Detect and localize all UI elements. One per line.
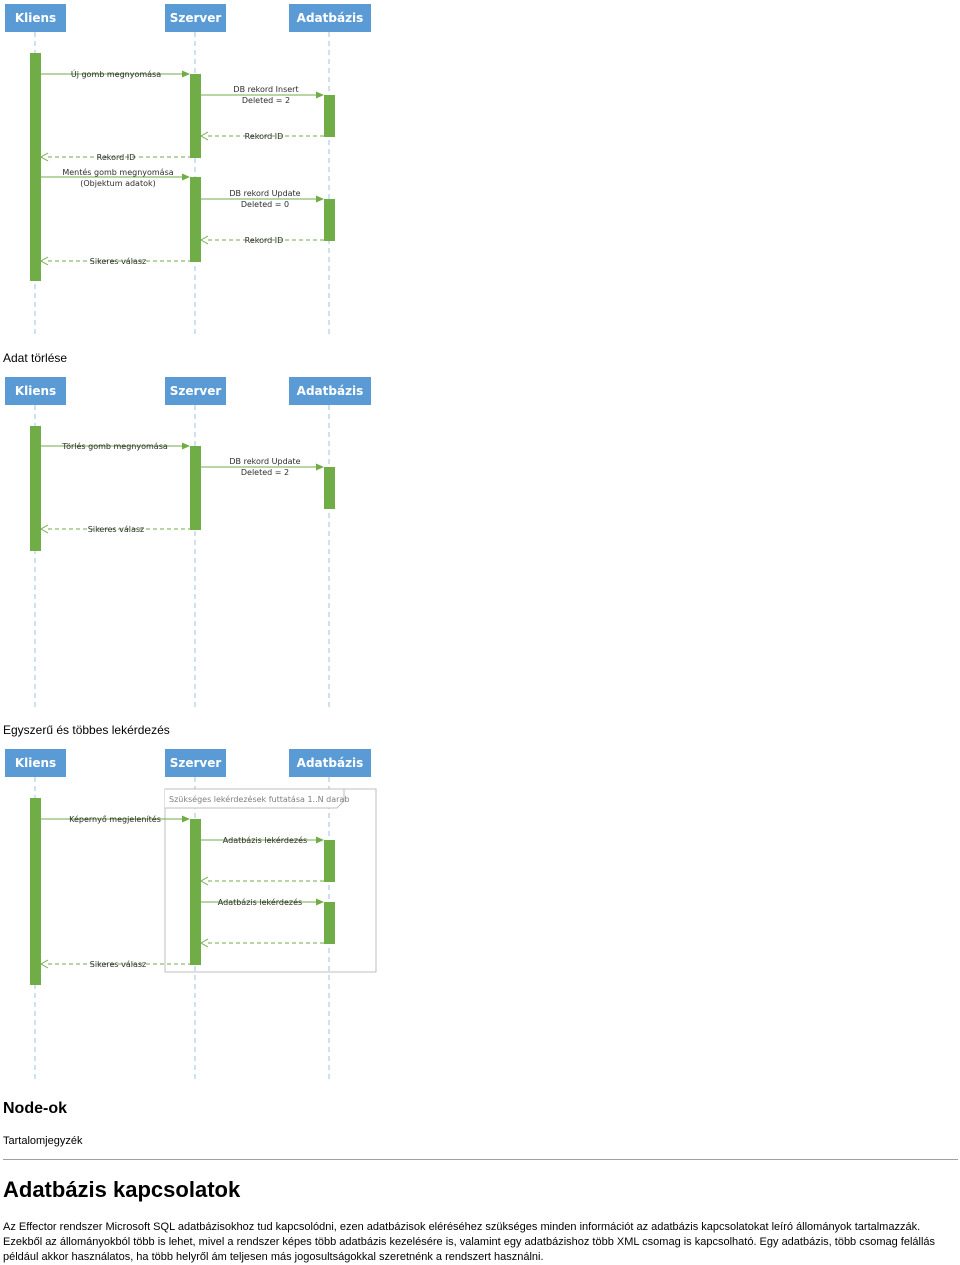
return-arrow: Rekord ID <box>199 131 324 141</box>
return-arrow: Sikeres válasz <box>39 959 190 969</box>
svg-text:Törlés gomb megnyomása: Törlés gomb megnyomása <box>61 441 168 451</box>
activation-szerver <box>190 446 201 530</box>
caption-delete: Adat törlése <box>3 351 68 365</box>
svg-text:Kliens: Kliens <box>15 384 56 398</box>
return-arrow: Rekord ID <box>39 152 190 162</box>
svg-text:Új gomb megnyomása: Új gomb megnyomása <box>71 68 161 79</box>
svg-text:DB rekord Insert: DB rekord Insert <box>233 85 298 94</box>
svg-text:Deleted = 2: Deleted = 2 <box>242 96 290 105</box>
svg-text:Deleted = 2: Deleted = 2 <box>241 468 289 477</box>
svg-text:Szerver: Szerver <box>170 11 222 25</box>
sequence-diagram-delete: Kliens Szerver Adatbázis Törlés gomb meg… <box>0 373 380 708</box>
svg-text:Képernyő megjelenítés: Képernyő megjelenítés <box>69 814 161 824</box>
toc-link[interactable]: Tartalomjegyzék <box>3 1135 83 1147</box>
caption-query: Egyszerű és többes lekérdezés <box>3 723 170 737</box>
activation-adatbazis <box>324 902 335 944</box>
header-kliens: Kliens <box>5 377 66 405</box>
svg-text:Szükséges lekérdezések futtatá: Szükséges lekérdezések futtatása 1..N da… <box>169 794 349 804</box>
message-arrow: DB rekord Update Deleted = 0 <box>201 189 324 209</box>
svg-text:Rekord ID: Rekord ID <box>97 153 136 162</box>
svg-text:Adatbázis lekérdezés: Adatbázis lekérdezés <box>218 897 302 907</box>
header-kliens: Kliens <box>5 749 66 777</box>
header-adatbazis: Adatbázis <box>289 377 371 405</box>
svg-text:Szerver: Szerver <box>170 384 222 398</box>
sequence-diagram-query-svg: Kliens Szerver Adatbázis Szükséges lekér… <box>5 749 377 1080</box>
activation-kliens <box>30 426 41 551</box>
message-arrow: Adatbázis lekérdezés <box>201 897 324 907</box>
svg-text:Kliens: Kliens <box>15 756 56 770</box>
activation-adatbazis <box>324 467 335 509</box>
sequence-diagram-create-svg: Kliens Szerver Adatbázis Új gomb megnyom… <box>5 4 371 335</box>
svg-text:Sikeres válasz: Sikeres válasz <box>90 257 146 266</box>
svg-text:Adatbázis lekérdezés: Adatbázis lekérdezés <box>223 835 307 845</box>
svg-text:Mentés gomb megnyomása: Mentés gomb megnyomása <box>62 167 173 177</box>
message-arrow: DB rekord Insert Deleted = 2 <box>201 85 324 105</box>
return-arrow: Sikeres válasz <box>39 256 190 266</box>
section-heading: Adatbázis kapcsolatok <box>3 1177 241 1202</box>
header-adatbazis: Adatbázis <box>289 4 371 32</box>
svg-text:Sikeres válasz: Sikeres válasz <box>88 525 144 534</box>
svg-text:Szerver: Szerver <box>170 756 222 770</box>
svg-text:Kliens: Kliens <box>15 11 56 25</box>
section-paragraph: Az Effector rendszer Microsoft SQL adatb… <box>3 1221 936 1263</box>
header-adatbazis: Adatbázis <box>289 749 371 777</box>
message-arrow: Adatbázis lekérdezés <box>201 835 324 845</box>
svg-text:(Objektum adatok): (Objektum adatok) <box>80 179 155 188</box>
divider <box>3 1159 958 1160</box>
activation-szerver <box>190 819 201 965</box>
activation-kliens <box>30 798 41 985</box>
svg-text:Sikeres válasz: Sikeres válasz <box>90 960 146 969</box>
message-arrow: Képernyő megjelenítés <box>41 814 190 824</box>
activation-szerver <box>190 177 201 262</box>
svg-text:Adatbázis: Adatbázis <box>297 11 364 25</box>
nodes-heading: Node-ok <box>3 1100 67 1117</box>
activation-szerver <box>190 74 201 158</box>
svg-text:Adatbázis: Adatbázis <box>297 756 364 770</box>
message-arrow: Mentés gomb megnyomása (Objektum adatok) <box>41 167 190 188</box>
sequence-diagram-create: Kliens Szerver Adatbázis Új gomb megnyom… <box>0 0 380 335</box>
header-szerver: Szerver <box>165 4 226 32</box>
return-arrow <box>199 938 324 948</box>
activation-kliens <box>30 53 41 281</box>
svg-text:Rekord ID: Rekord ID <box>245 236 284 245</box>
return-arrow: Rekord ID <box>199 235 324 245</box>
activation-adatbazis <box>324 199 335 241</box>
header-szerver: Szerver <box>165 377 226 405</box>
message-arrow: Törlés gomb megnyomása <box>41 441 190 451</box>
svg-text:Rekord ID: Rekord ID <box>245 132 284 141</box>
message-arrow: DB rekord Update Deleted = 2 <box>201 457 324 477</box>
activation-adatbazis <box>324 840 335 882</box>
return-arrow <box>199 876 324 886</box>
header-szerver: Szerver <box>165 749 226 777</box>
svg-text:Adatbázis: Adatbázis <box>297 384 364 398</box>
sequence-diagram-delete-svg: Kliens Szerver Adatbázis Törlés gomb meg… <box>5 377 371 708</box>
message-arrow: Új gomb megnyomása <box>41 68 190 79</box>
sequence-diagram-query: Kliens Szerver Adatbázis Szükséges lekér… <box>0 745 380 1080</box>
loop-frame: Szükséges lekérdezések futtatása 1..N da… <box>164 788 377 973</box>
svg-text:DB rekord Update: DB rekord Update <box>229 189 300 198</box>
header-kliens: Kliens <box>5 4 66 32</box>
svg-text:Deleted = 0: Deleted = 0 <box>241 200 289 209</box>
svg-text:DB rekord Update: DB rekord Update <box>229 457 300 466</box>
return-arrow: Sikeres válasz <box>39 524 190 534</box>
activation-adatbazis <box>324 95 335 137</box>
